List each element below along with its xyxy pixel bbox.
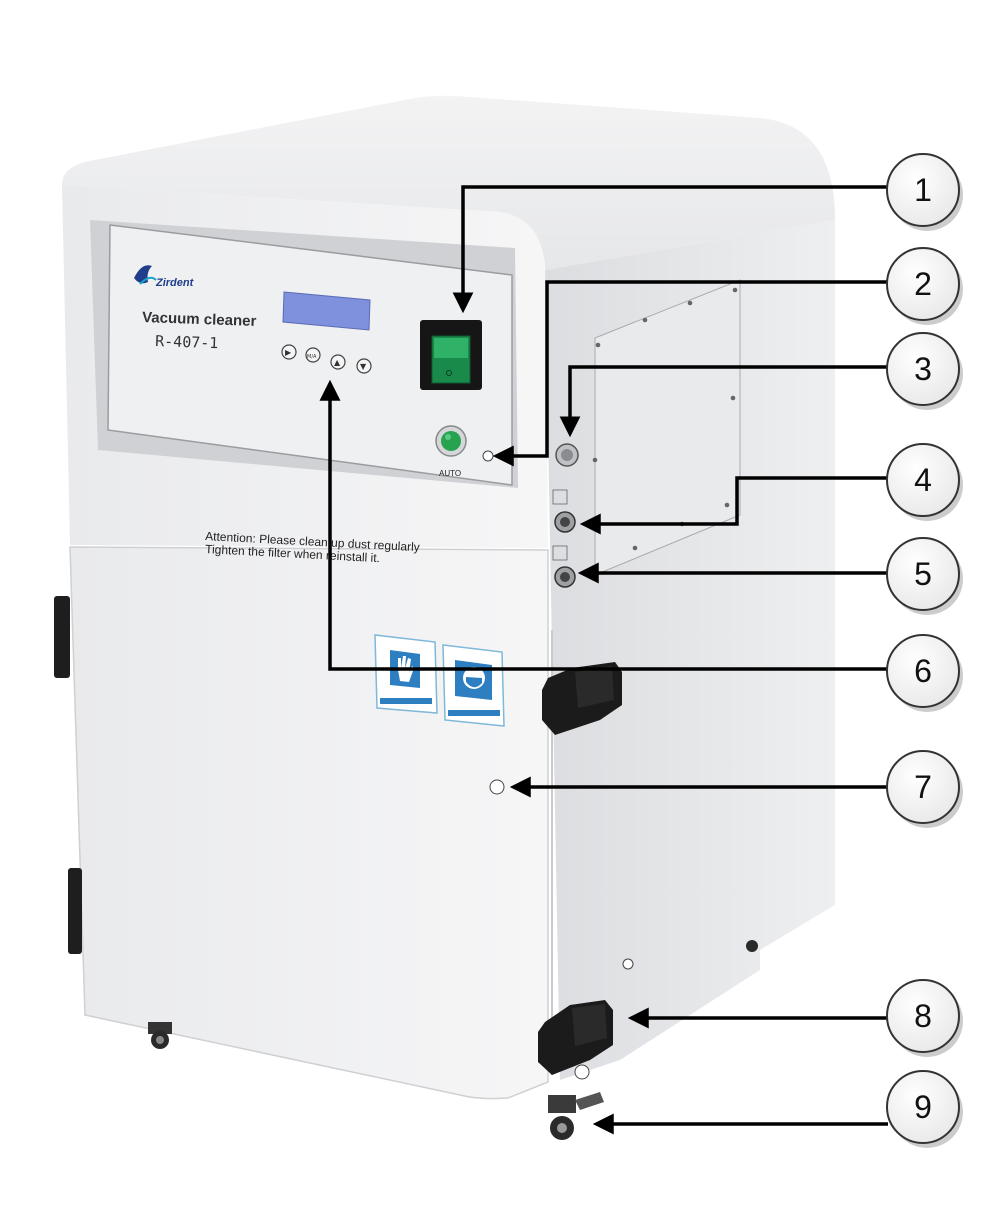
side-access-plate (592, 279, 741, 576)
upper-left-hinge (54, 596, 70, 678)
control-buttons: ▶ M/A ▲ ▼ (281, 344, 372, 374)
callouts: 1 2 3 4 5 6 7 (886, 153, 963, 1148)
leader-lines (319, 185, 888, 1135)
callout-9: 9 (886, 1070, 963, 1148)
brand-logo: Zirdent (134, 265, 195, 289)
leader-line-2 (492, 280, 888, 467)
connector-label-2 (552, 545, 568, 561)
callout-4: 4 (886, 443, 963, 521)
front-left-caster (148, 1022, 172, 1049)
callout-number-7: 7 (914, 769, 932, 805)
front-right-caster (548, 1092, 604, 1140)
side-connector-port-1[interactable] (555, 443, 579, 467)
callout-number-2: 2 (914, 266, 932, 302)
callout-number-4: 4 (914, 462, 932, 498)
cabinet-top (62, 95, 835, 270)
caster-brake-pedal[interactable] (575, 1092, 604, 1110)
safety-sticker-gloves (374, 634, 438, 714)
side-connector-port-3[interactable] (554, 566, 576, 588)
callout-number-8: 8 (914, 998, 932, 1034)
leader-line-6 (319, 379, 888, 671)
leader-line-3 (559, 365, 888, 438)
vacuum-cabinet: Zirdent Vacuum cleaner R-407-1 ▶ M/A ▲ (54, 95, 835, 1140)
svg-text:▶: ▶ (285, 348, 292, 357)
svg-text:M/A: M/A (307, 354, 317, 360)
product-name: Vacuum cleaner (142, 309, 257, 330)
brand-name: Zirdent (155, 277, 195, 289)
leader-line-4 (579, 476, 888, 535)
callout-7: 7 (886, 750, 963, 828)
lcd-display (282, 291, 371, 331)
marker-port-hole (482, 450, 494, 462)
play-button[interactable]: ▶ (281, 344, 297, 360)
svg-text:▼: ▼ (360, 362, 367, 371)
marker-side-point (622, 958, 634, 970)
svg-text:▲: ▲ (334, 358, 341, 367)
lower-left-hinge (68, 868, 82, 954)
callout-6: 6 (886, 634, 963, 712)
model-number: R-407-1 (155, 332, 219, 352)
callout-number-3: 3 (914, 351, 932, 387)
up-button[interactable]: ▲ (330, 354, 346, 370)
down-button[interactable]: ▼ (356, 358, 372, 374)
marker-caster-point (574, 1064, 590, 1080)
callout-8: 8 (886, 979, 963, 1057)
side-connector-port-2[interactable] (554, 511, 576, 533)
callout-5: 5 (886, 537, 963, 615)
cabinet-front-door (69, 546, 549, 1100)
auto-label: AUTO (439, 469, 461, 478)
lower-door-latch[interactable] (538, 1000, 613, 1075)
mode-button[interactable]: M/A (305, 347, 321, 363)
callout-number-1: 1 (914, 172, 932, 208)
connector-label-1 (552, 489, 568, 505)
callout-2: 2 (886, 247, 963, 325)
callout-1: 1 (886, 153, 963, 231)
marker-door-point (489, 779, 505, 795)
rear-right-caster (746, 940, 758, 952)
auto-button[interactable] (435, 425, 467, 457)
callout-3: 3 (886, 332, 963, 410)
upper-door-latch[interactable] (542, 662, 622, 735)
callout-number-5: 5 (914, 556, 932, 592)
dust-mask-icon (463, 667, 485, 689)
leader-line-1 (452, 185, 888, 314)
callout-number-9: 9 (914, 1089, 932, 1125)
safety-sticker-mask (442, 644, 505, 727)
power-switch[interactable] (420, 320, 482, 390)
callout-number-6: 6 (914, 653, 932, 689)
control-panel: Zirdent Vacuum cleaner R-407-1 ▶ M/A ▲ (90, 220, 518, 488)
